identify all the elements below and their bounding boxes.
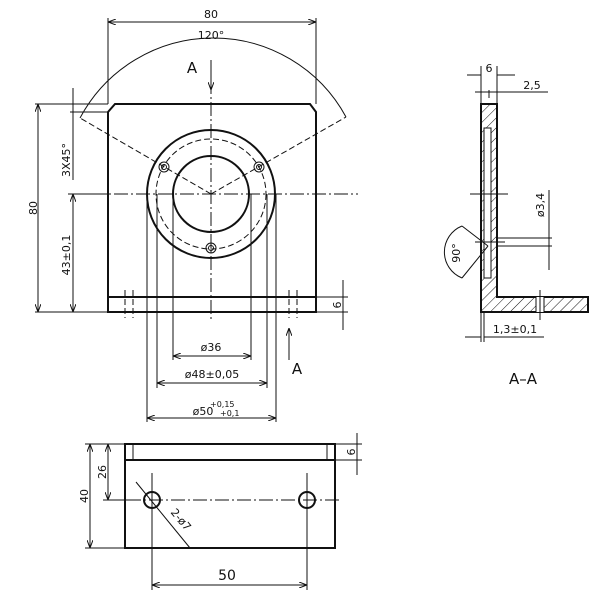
angle-arc: [79, 37, 347, 119]
outer-dim: ø50: [193, 405, 214, 418]
section-title: A–A: [509, 370, 538, 388]
depth-dim: 40: [78, 489, 91, 503]
width-dim: 80: [204, 8, 218, 21]
angle-dim: 120°: [198, 29, 225, 42]
thickness-dim: 6: [486, 62, 493, 75]
flange-dim: 6: [331, 302, 344, 309]
bore-dim: ø36: [201, 341, 222, 354]
base-outline: [124, 443, 336, 549]
hole-spacing-dim: 50: [218, 568, 236, 584]
front-view: 80 120° 80 3X45° 43±0,1 6 ø36 ø48±0,05 ø…: [27, 8, 358, 422]
hole-callout: 2-ø7: [168, 506, 194, 533]
base-flange-dim: 6: [345, 449, 358, 456]
projection-lines: [146, 194, 277, 422]
plate-outline: [107, 103, 317, 313]
section-mark-top: A: [187, 59, 198, 77]
hole-offset-dim: 26: [96, 465, 109, 479]
section-view: 6 2,5 ø3,4 90° 1,3±0,1 A–A: [443, 62, 589, 388]
outer-tol-lower: +0,1: [220, 409, 239, 418]
section-mark-bottom: A: [292, 360, 303, 378]
outer-tol-upper: +0,15: [210, 400, 235, 409]
hole-dim: ø3,4: [534, 193, 547, 217]
bottom-view: 40 26 6 50 2-ø7: [78, 433, 362, 590]
height-dim: 80: [27, 201, 40, 215]
countersink-angle: 90°: [450, 243, 463, 263]
chamfer-dim: 3X45°: [60, 143, 73, 177]
angle-rays: [79, 116, 347, 195]
bolt-circle: [155, 138, 267, 250]
centerlines: [70, 80, 358, 320]
flange-hole-hidden-lines: [124, 290, 298, 318]
center-height-dim: 43±0,1: [60, 235, 73, 276]
bolt-circle-dim: ø48±0,05: [185, 368, 239, 381]
recess-dim: 2,5: [523, 79, 541, 92]
hole-leader: [135, 481, 191, 549]
offset-dim: 1,3±0,1: [493, 323, 537, 336]
